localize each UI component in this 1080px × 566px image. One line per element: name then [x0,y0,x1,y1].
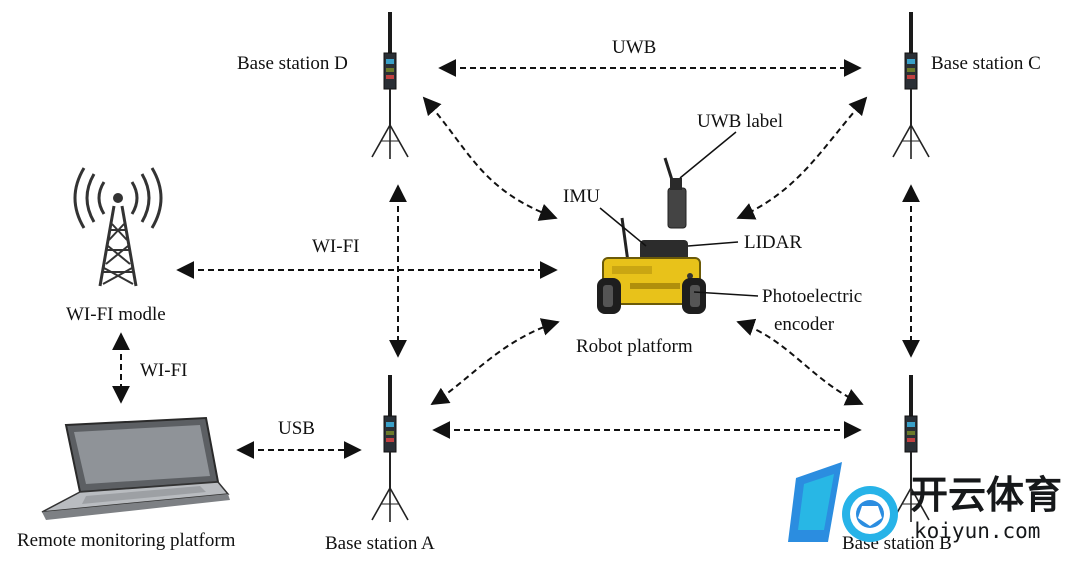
watermark-url: koiyun.com [914,519,1040,543]
robot-platform-label: Robot platform [576,336,693,357]
usb-link-label: USB [278,418,315,439]
base-station-c-label: Base station C [931,53,1041,74]
uwb-link-robot-b [736,318,864,406]
base-station-c-icon [892,11,930,160]
wifi-link-top-label: WI-FI [312,236,359,257]
uwb-link-robot-c [736,96,868,220]
lidar-leader [687,241,739,247]
uwb-link-robot-d [422,96,558,221]
imu-label: IMU [563,186,600,207]
robot-platform-icon [597,157,706,314]
photoelectric-label: Photoelectric [762,286,862,307]
base-station-d-label: Base station D [237,53,348,74]
encoder-leader [693,291,759,297]
uwb-label-leader [679,131,737,179]
remote-monitoring-label: Remote monitoring platform [17,530,236,551]
base-station-a-icon [371,374,409,523]
watermark-brand: 开云体育 [910,473,1062,517]
uwb-label-text: UWB label [697,111,783,132]
imu-leader [599,207,647,247]
encoder-label: encoder [774,314,835,335]
lidar-label: LIDAR [744,232,802,253]
laptop-icon [41,416,230,520]
wifi-tower-icon [73,167,163,287]
base-station-a-label: Base station A [325,533,435,554]
uwb-link-label: UWB [612,37,656,58]
watermark-logo-icon [788,462,898,542]
wifi-module-label: WI-FI modle [66,304,166,325]
watermark: 开云体育 koiyun.com [788,462,1062,543]
wifi-link-side-label: WI-FI [140,360,187,381]
uwb-link-robot-a [430,318,560,405]
base-station-d-icon [371,11,409,160]
